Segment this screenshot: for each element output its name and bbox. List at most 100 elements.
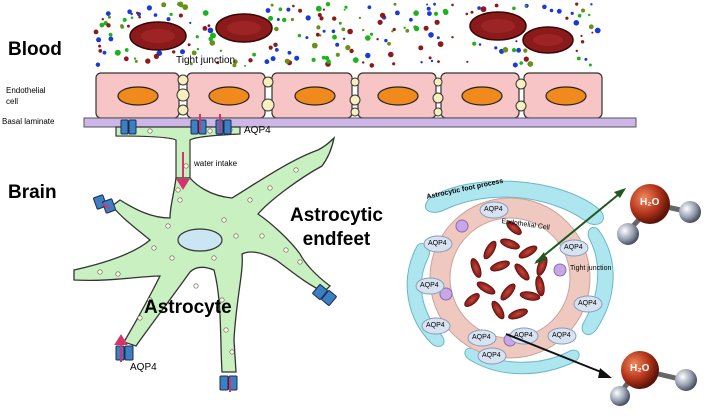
blood-particle xyxy=(178,13,183,18)
blood-particle xyxy=(244,64,246,67)
astrocyte-nucleus xyxy=(177,228,223,252)
blood-particle xyxy=(377,19,383,25)
blood-particle xyxy=(515,40,518,43)
blood-particle xyxy=(233,59,238,64)
blood-particle xyxy=(512,62,518,68)
vesicle xyxy=(137,315,143,321)
vesicle xyxy=(97,269,103,275)
blood-particle xyxy=(395,10,400,16)
inset-aqp4 xyxy=(415,277,445,295)
blood-particle xyxy=(315,5,322,12)
blood-particle xyxy=(588,63,592,67)
blood-particle xyxy=(335,52,340,57)
blood-particle xyxy=(362,28,365,32)
inset-tight-junction xyxy=(455,219,469,233)
blood-particle xyxy=(392,27,396,32)
vesicle xyxy=(223,327,229,333)
inset-aqp4 xyxy=(559,239,589,257)
vesicle xyxy=(233,233,239,239)
vesicle xyxy=(293,167,299,173)
foot-process xyxy=(406,243,445,347)
tight-junction xyxy=(350,77,360,87)
blood-particle xyxy=(426,3,429,6)
blood-particle xyxy=(527,61,534,67)
blood-particle xyxy=(573,20,580,26)
label-blood: Blood xyxy=(8,39,62,60)
blood-particle xyxy=(305,15,311,21)
vesicle xyxy=(115,271,121,277)
blood-particle xyxy=(542,4,547,10)
blood-particle xyxy=(358,16,362,20)
blood-particle xyxy=(465,12,469,16)
blood-particle xyxy=(98,44,102,48)
blood-particle xyxy=(420,61,423,64)
blood-particle xyxy=(480,6,487,13)
foot-process xyxy=(581,227,614,335)
inset-aqp4 xyxy=(423,235,453,253)
blood-particle xyxy=(146,5,152,11)
blood-particle xyxy=(427,11,432,16)
blood-particle xyxy=(319,16,324,21)
foot-process xyxy=(424,180,604,225)
label-astrocyte: Astrocyte xyxy=(144,297,232,318)
blood-particle xyxy=(326,59,331,64)
blood-particle xyxy=(202,26,208,31)
inset-aqp4-label: AQP4 xyxy=(472,334,491,341)
blood-particle xyxy=(366,54,370,58)
blood-particle xyxy=(311,57,316,63)
vesicle xyxy=(259,233,265,239)
vesicle xyxy=(211,255,217,261)
blood-particle xyxy=(108,32,113,37)
blood-particle xyxy=(594,27,601,34)
water-molecule-bottom xyxy=(610,351,697,406)
blood-particle xyxy=(321,55,326,60)
astrocyte-cell xyxy=(73,126,336,373)
blood-particle xyxy=(413,10,419,16)
blood-particle xyxy=(102,50,107,55)
label-tight-junction-inset: Tight junction xyxy=(570,265,612,272)
blood-particle xyxy=(570,11,574,15)
label-aqp4-bottom: AQP4 xyxy=(130,362,157,373)
label-water-molecule-top: H₂O xyxy=(640,197,660,208)
blood-particle xyxy=(362,61,365,64)
tight-junction xyxy=(433,77,443,87)
blood-particle xyxy=(392,62,396,66)
blood-particle xyxy=(512,6,516,11)
blood-particle xyxy=(549,8,554,13)
blood-particle xyxy=(297,33,302,38)
inset-aqp4 xyxy=(479,201,509,219)
inset-red-blood-cells xyxy=(464,221,548,320)
blood-particle xyxy=(393,2,397,6)
blood-particle xyxy=(477,6,481,10)
blood-particle xyxy=(316,25,321,30)
blood-particle xyxy=(270,56,276,62)
blood-particle xyxy=(153,13,158,17)
blood-particle xyxy=(98,49,103,53)
blood-particle xyxy=(99,22,105,28)
vesicle xyxy=(267,185,273,191)
nucleus xyxy=(208,86,250,106)
blood-particle xyxy=(347,28,353,35)
blood-particle xyxy=(133,57,137,60)
blood-particle xyxy=(317,13,322,17)
blood-particle xyxy=(338,21,342,25)
blood-particle xyxy=(315,32,320,37)
blood-particle xyxy=(335,42,340,47)
endothelial-layer xyxy=(95,72,603,119)
blood-particle xyxy=(153,53,159,60)
water-molecule-top xyxy=(617,184,701,245)
label-astrocytic-endfeet: Astrocytic endfeet xyxy=(290,205,383,250)
inset-aqp4-label: AQP4 xyxy=(420,282,439,289)
blood-particle xyxy=(268,15,274,21)
tight-junction xyxy=(432,92,444,104)
blood-particle xyxy=(369,32,374,36)
blood-particle xyxy=(575,2,579,6)
blood-particle xyxy=(189,62,193,66)
blood-particle xyxy=(388,51,394,58)
tight-junction xyxy=(515,100,527,112)
vesicle xyxy=(165,223,171,229)
blood-particle xyxy=(106,23,111,28)
blood-particle xyxy=(331,29,336,34)
